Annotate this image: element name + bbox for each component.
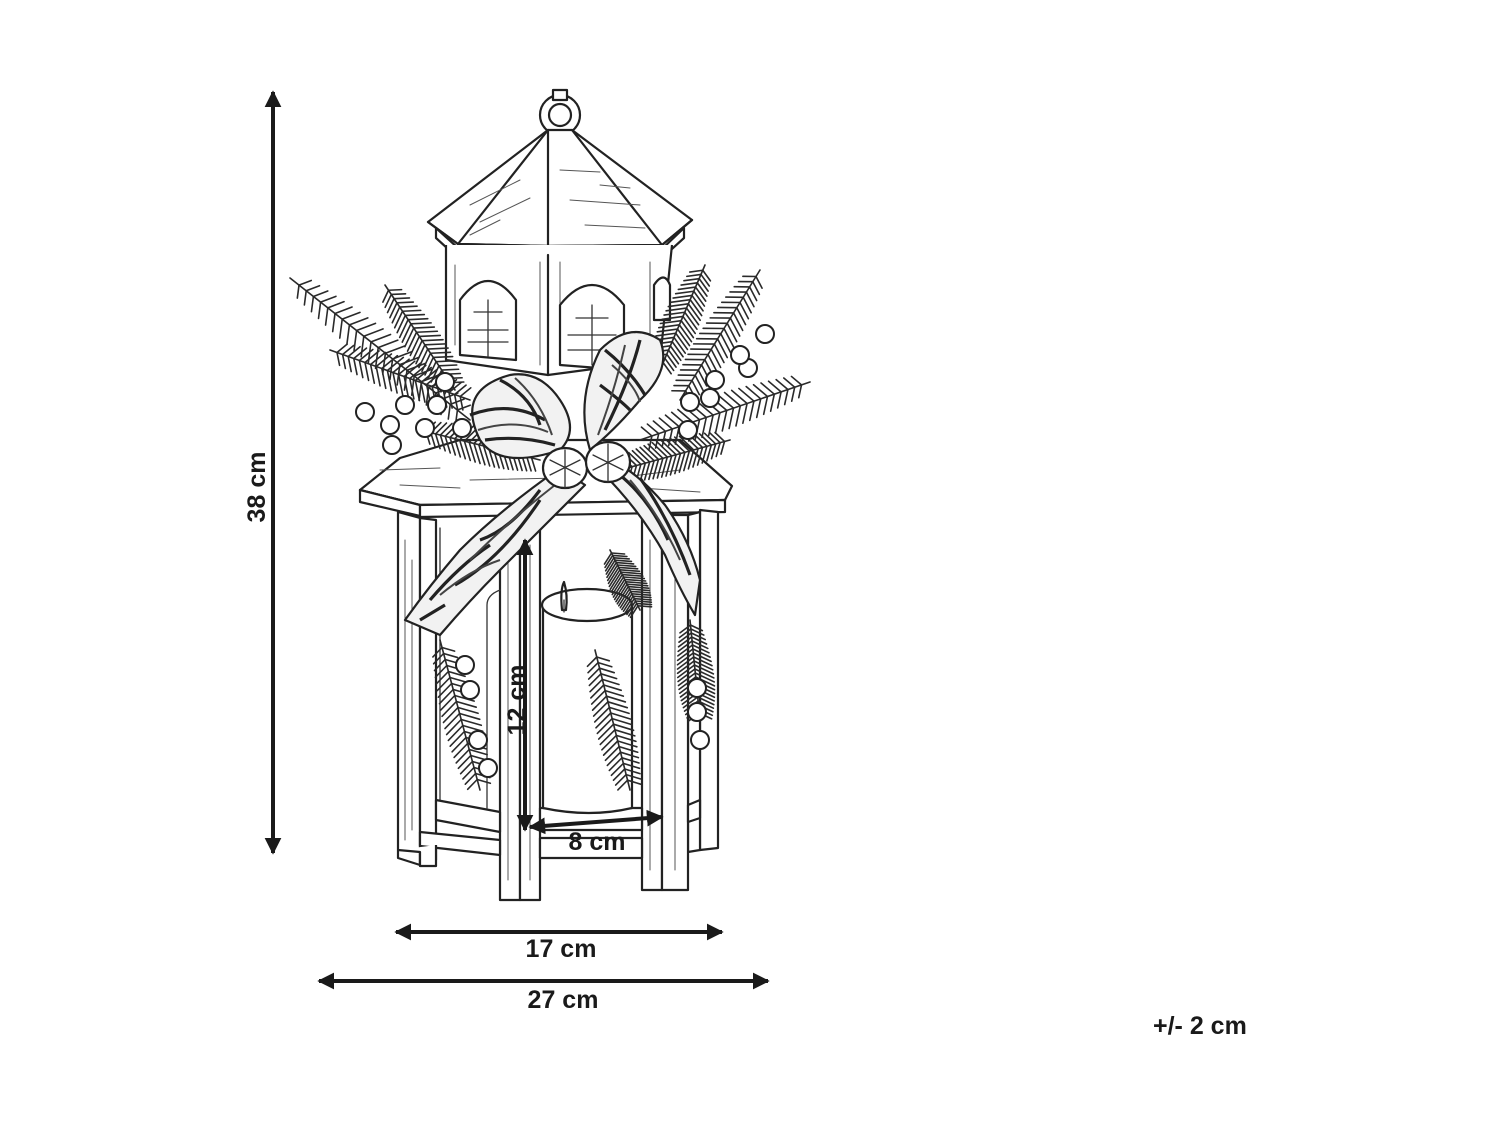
height-label: 38 cm <box>243 452 271 523</box>
upper-window-left <box>458 279 518 362</box>
dimension-candle-width: 8 cm <box>528 809 664 856</box>
pillar-candle <box>486 580 634 815</box>
upper-window-side <box>652 276 672 322</box>
total-width-label: 27 cm <box>528 986 599 1014</box>
dimension-total-width: 27 cm <box>317 972 770 1014</box>
base-width-label: 17 cm <box>526 935 597 963</box>
dimension-base-width: 17 cm <box>394 923 724 963</box>
tolerance-label: +/- 2 cm <box>1153 1012 1247 1040</box>
berries <box>355 324 775 778</box>
dimension-height: 38 cm <box>243 90 282 855</box>
lantern-illustration <box>289 88 811 902</box>
plaid-bow <box>403 330 702 637</box>
lantern-roof <box>426 128 694 262</box>
candle-height-label: 12 cm <box>503 665 531 736</box>
candle-width-label: 8 cm <box>569 828 626 856</box>
dimension-candle-height: 12 cm <box>503 538 534 832</box>
